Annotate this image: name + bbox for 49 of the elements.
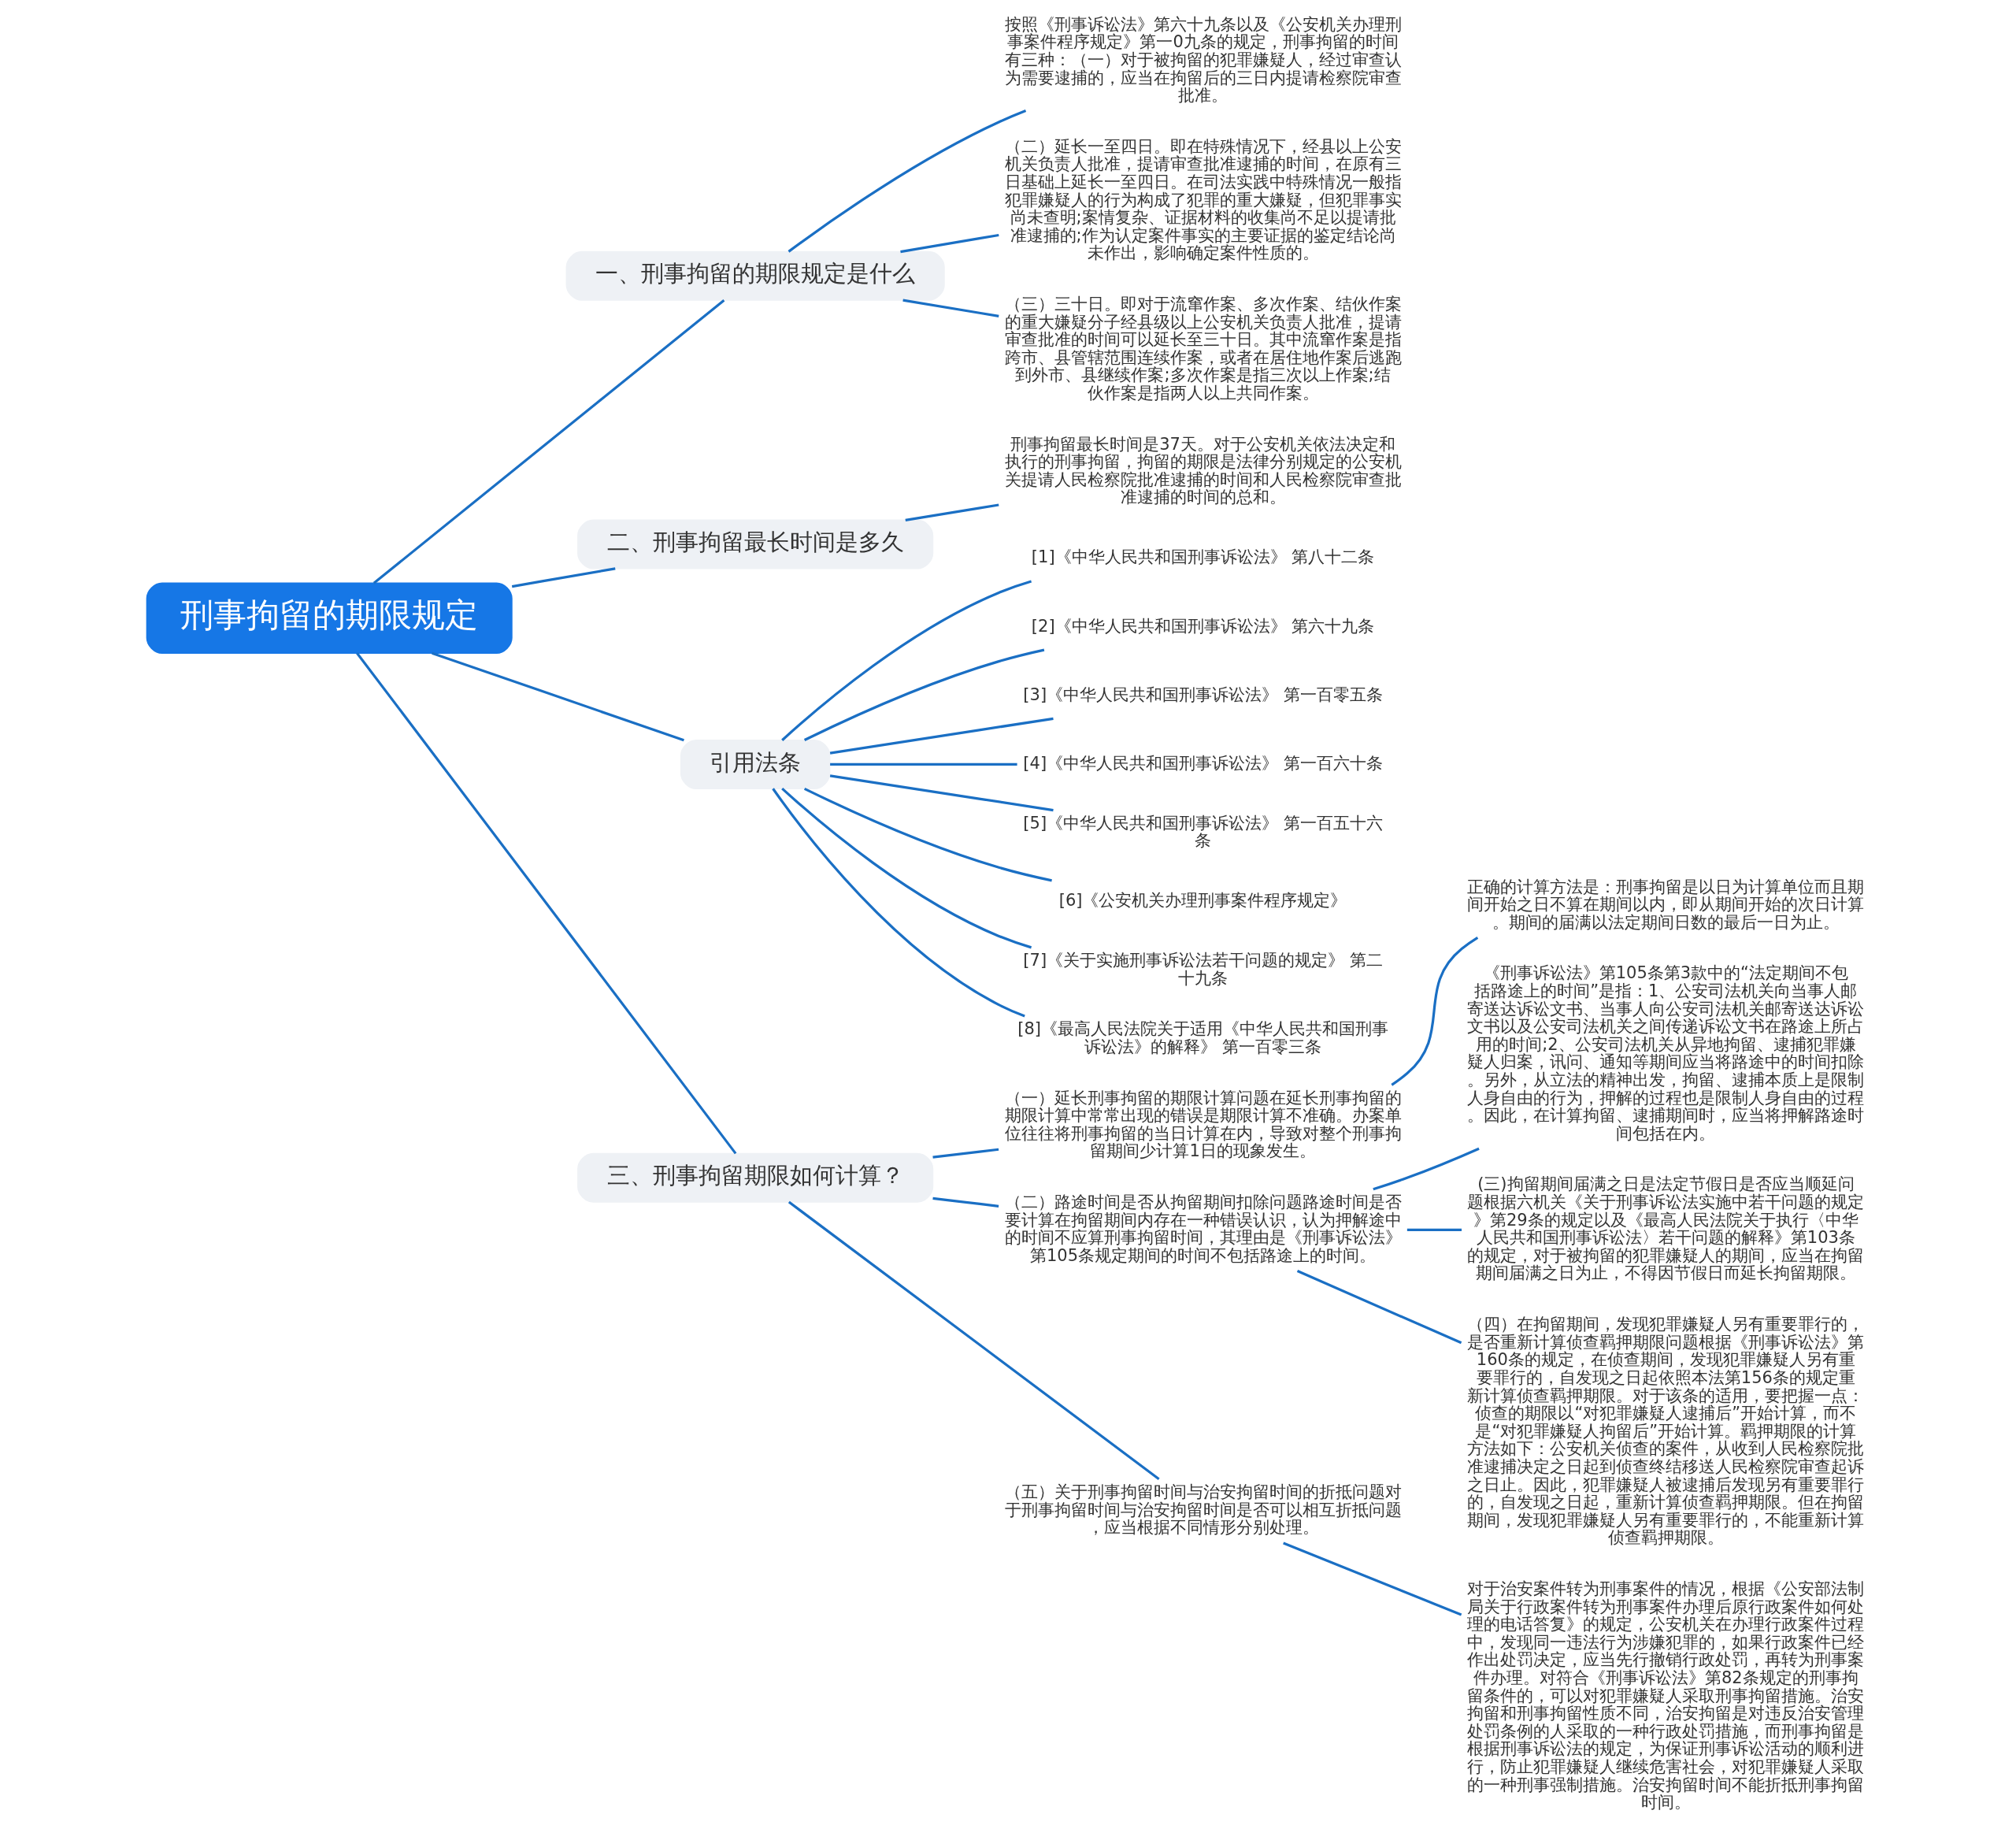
connector [780,580,1032,741]
node-text: (三)拘留期间届满之日是法定节假日是否应当顺延问题根据六机关《关于刑事诉讼法实施中若干问题的规定》第29条的规定以及《最高人民法院关于执行〈中华人民共和国刑事诉讼法〉若干问题的解释》第103条的规定，对于被拘留的犯罪嫌疑人的期间，应当在拘留期间届满之日为止，不得因节假日而延长拘留期限。 [1466,1174,1864,1283]
node-box: 引用法条 [680,739,830,789]
connector [771,788,1025,1018]
node-text: [1]《中华人民共和国刑事诉讼法》 第八十二条 [1031,547,1374,567]
node-text: 正确的计算方法是：刑事拘留是以日为计算单位而且期间开始之日不算在期间以内，即从期间开始的次日计算。期间的届满以法定期间日数的最后一日为止。 [1466,877,1864,932]
node-text: 刑事拘留最长时间是37天。对于公安机关依法决定和执行的刑事拘留，拘留的期限是法律分别规定的公安机关提请人民检察院批准逮捕的时间和人民检察院审查批准逮捕的时间的总和。 [1004,434,1402,507]
connector [905,503,999,521]
connector [932,1196,999,1208]
node-text: 《刑事诉讼法》第105条第3款中的“法定期间不包括路途上的时间”是指：1、公安司法机关向当事人邮寄送达诉讼文书、当事人向公安司法机关邮寄送达诉讼文书以及公安司法机关之间传递诉讼文书在路途上所占用的时间;2、公安司法机关从异地拘留、逮捕犯罪嫌疑人归案，讯问、通知等期间应当将路途中的时间扣除。另外，从立法的精神出发，拘留、逮捕本质上是限制人身自由的行为，押解的过程也是限制人身自由的过程。因此，在计算拘留、逮捕期间时，应当将押解路途时间包括在内。 [1466,963,1864,1143]
node-text: （一）延长刑事拘留的期限计算问题在延长刑事拘留的期限计算中常常出现的错误是期限计算不准确。办案单位往往将刑事拘留的当日计算在内，导致对整个刑事拘留期间少计算1日的现象发生。 [1004,1088,1402,1161]
node-text: [2]《中华人民共和国刑事诉讼法》 第六十九条 [1031,616,1374,636]
node-text: [8]《最高人民法院关于适用《中华人民共和国刑事诉讼法》的解释》 第一百零三条 [1017,1019,1388,1057]
connector [1406,1228,1462,1232]
node-text: [6]《公安机关办理刑事案件程序规定》 [1058,891,1347,911]
connector [511,567,616,588]
connector [932,1148,999,1159]
node-text: （二）路途时间是否从拘留期间扣除问题路途时间是否要计算在拘留期间内存在一种错误认识，认为押解途中的时间不应算刑事拘留时间，其理由是《刑事诉讼法》第105条规定期间的时间不包括路途上的时间。 [1004,1193,1402,1265]
node-text: [5]《中华人民共和国刑事诉讼法》 第一百五十六条 [1022,813,1383,851]
connector [372,299,724,584]
node-box: 刑事拘留的期限规定 [146,582,513,654]
connector [788,109,1026,253]
node-text: [4]《中华人民共和国刑事诉讼法》 第一百六十条 [1022,753,1383,773]
connector [780,787,1032,949]
connector [788,1200,1160,1480]
node-text: 对于治安案件转为刑事案件的情况，根据《公安部法制局关于行政案件转为刑事案件办理后原行政案件如何处理的电话答复》的规定，公安机关在办理行政案件过程中，发现同一违法行为涉嫌犯罪的，如果行政案件已经作出处罚决定，应当先行撤销行政处罚，再转为刑事案件办理。对符合《刑事诉讼法》第82条规定的刑事拘留条件的，可以对犯罪嫌疑人采取刑事拘留措施。治安拘留和刑事拘留性质不同，治安拘留是对违反治安管理处罚条例的人采取的一种行政处罚措施，而刑事拘留是根据刑事诉讼法的规定，为保证刑事诉讼活动的顺利进行，防止犯罪嫌疑人继续危害社会，对犯罪嫌疑人采取的一种刑事强制措施。治安拘留时间不能折抵刑事拘留时间。 [1466,1579,1864,1812]
connector [1296,1269,1462,1345]
connector [902,299,999,317]
connector [829,762,1017,766]
node-box: 三、刑事拘留期限如何计算？ [576,1152,933,1203]
connector [899,233,999,254]
connector [829,717,1054,755]
node-box: 一、刑事拘留的期限规定是什么 [565,250,945,301]
connector [431,651,684,742]
node-text: [3]《中华人民共和国刑事诉讼法》 第一百零五条 [1022,684,1383,704]
connector [355,652,736,1155]
connector [829,774,1054,812]
node-text: （四）在拘留期间，发现犯罪嫌疑人另有重要罪行的，是否重新计算侦查羁押期限问题根据《刑事诉讼法》第160条的规定，在侦查期间，发现犯罪嫌疑人另有重要罪行的，自发现之日起依照本法第156条的规定重新计算侦查羁押期限。对于该条的适用，要把握一点：侦查的期限以“对犯罪嫌疑人逮捕后”开始计算，而不是“对犯罪嫌疑人拘留后”开始计算。羁押期限的计算方法如下：公安机关侦查的案件，从收到人民检察院批准逮捕决定之日起到侦查终结移送人民检察院审查起诉之日止。因此，犯罪嫌疑人被逮捕后发现另有重要罪行的，自发现之日起，重新计算侦查羁押期限。但在拘留期间，发现犯罪嫌疑人另有重要罪行的，不能重新计算侦查羁押期限。 [1466,1315,1864,1548]
node-text: （三）三十日。即对于流窜作案、多次作案、结伙作案的重大嫌疑分子经县级以上公安机关负责人批准，提请审查批准的时间可以延长至三十日。其中流窜作案是指跨市、县管辖范围连续作案，或者在居住地作案后逃跑到外市、县继续作案;多次作案是指三次以上作案;结伙作案是指两人以上共同作案。 [1004,294,1402,403]
connector [1390,936,1478,1086]
connector [803,648,1044,741]
connector [1372,1147,1480,1191]
connector [803,787,1052,882]
node-text: 按照《刑事诉讼法》第六十九条以及《公安机关办理刑事案件程序规定》第一0九条的规定，刑事拘留的时间有三种：（一）对于被拘留的犯罪嫌疑人，经过审查认为需要逮捕的，应当在拘留后的三日内提请检察院审查批准。 [1004,14,1402,106]
node-text: （五）关于刑事拘留时间与治安拘留时间的折抵问题对于刑事拘留时间与治安拘留时间是否可以相互折抵问题，应当根据不同情形分别处理。 [1004,1482,1402,1538]
node-text: [7]《关于实施刑事诉讼法若干问题的规定》 第二十九条 [1022,951,1383,988]
node-box: 二、刑事拘留最长时间是多久 [576,519,933,569]
node-text: （二）延长一至四日。即在特殊情况下，经县以上公安机关负责人批准，提请审查批准逮捕的时间，在原有三日基础上延长一至四日。在司法实践中特殊情况一般指犯罪嫌疑人的行为构成了犯罪的重大嫌疑，但犯罪事实尚未查明;案情复杂、证据材料的收集尚不足以提请批准逮捕的;作为认定案件事实的主要证据的鉴定结论尚未作出，影响确定案件性质的。 [1004,136,1402,263]
connector [1282,1541,1462,1616]
